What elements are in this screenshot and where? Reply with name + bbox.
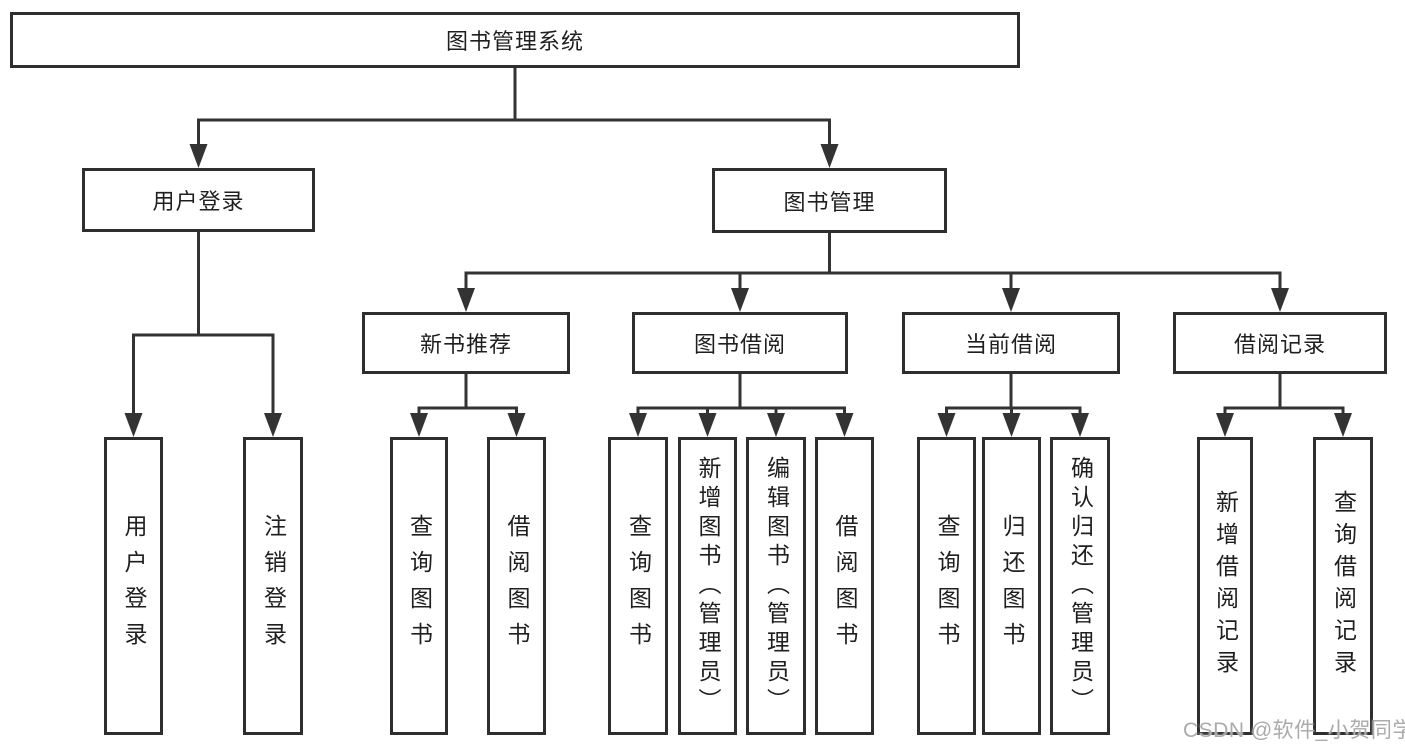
node-current-borrowing: 当前借阅 — [902, 312, 1120, 374]
leaf-user-login-label: 用户登录 — [121, 514, 147, 658]
leaf-return-books-label: 归还图书 — [999, 514, 1025, 658]
arrowhead-icon — [1216, 413, 1234, 437]
node-library-management-system: 图书管理系统 — [10, 12, 1020, 68]
leaf-query-books-1-label: 查询图书 — [406, 514, 433, 658]
leaf-user-login: 用户登录 — [104, 437, 163, 735]
leaf-add-books-admin: 新增图书（管理员） — [678, 437, 737, 735]
arrowhead-icon — [1002, 288, 1020, 312]
leaf-add-borrow-record: 新增借阅记录 — [1197, 437, 1253, 735]
arrowhead-icon — [835, 413, 854, 437]
arrowhead-icon — [189, 144, 208, 168]
leaf-add-borrow-record-label: 新增借阅记录 — [1212, 490, 1239, 682]
arrowhead-icon — [264, 413, 282, 437]
arrowhead-icon — [124, 413, 143, 437]
node-library-management-system-label: 图书管理系统 — [445, 29, 584, 54]
leaf-borrow-books-1: 借阅图书 — [487, 437, 546, 735]
arrowhead-icon — [731, 288, 749, 312]
arrowhead-icon — [410, 413, 428, 437]
arrowhead-icon — [1002, 413, 1021, 437]
leaf-query-books-3-label: 查询图书 — [934, 514, 960, 658]
leaf-confirm-return-admin-label: 确认归还（管理员） — [1067, 455, 1094, 717]
leaf-edit-books-admin-label: 编辑图书（管理员） — [763, 455, 790, 717]
node-user-login-label: 用户登录 — [152, 189, 245, 214]
leaf-add-books-admin-label: 新增图书（管理员） — [695, 455, 721, 717]
leaf-borrow-books-2: 借阅图书 — [815, 437, 874, 735]
leaf-confirm-return-admin: 确认归还（管理员） — [1050, 437, 1110, 735]
arrowhead-icon — [507, 413, 526, 437]
leaf-query-books-1: 查询图书 — [390, 437, 448, 735]
node-new-book-recommend: 新书推荐 — [362, 312, 570, 374]
arrowhead-icon — [1271, 288, 1289, 312]
arrowhead-icon — [937, 413, 956, 437]
node-current-borrowing-label: 当前借阅 — [964, 332, 1057, 357]
node-book-borrowing-label: 图书借阅 — [693, 332, 786, 357]
arrowhead-icon — [457, 288, 475, 312]
node-book-management: 图书管理 — [712, 168, 947, 233]
leaf-query-books-2: 查询图书 — [608, 437, 668, 735]
node-book-management-label: 图书管理 — [783, 189, 876, 215]
leaf-logout: 注销登录 — [243, 437, 303, 735]
node-book-borrowing: 图书借阅 — [632, 312, 848, 374]
leaf-query-borrow-record: 查询借阅记录 — [1313, 437, 1373, 735]
node-borrowing-records: 借阅记录 — [1173, 312, 1387, 374]
leaf-query-books-2-label: 查询图书 — [625, 514, 652, 658]
arrowhead-icon — [820, 144, 839, 168]
arrowhead-icon — [767, 413, 785, 437]
arrowhead-icon — [1334, 413, 1352, 437]
leaf-borrow-books-1-label: 借阅图书 — [504, 514, 530, 658]
leaf-return-books: 归还图书 — [982, 437, 1041, 735]
leaf-edit-books-admin: 编辑图书（管理员） — [746, 437, 806, 735]
node-borrowing-records-label: 借阅记录 — [1233, 332, 1326, 357]
watermark: CSDN @软件_小贺同学 — [1183, 719, 1405, 742]
leaf-borrow-books-2-label: 借阅图书 — [832, 514, 858, 658]
leaf-logout-label: 注销登录 — [260, 514, 287, 658]
node-user-login: 用户登录 — [82, 168, 315, 232]
leaf-query-books-3: 查询图书 — [917, 437, 976, 735]
node-new-book-recommend-label: 新书推荐 — [419, 332, 512, 357]
arrowhead-icon — [629, 413, 647, 437]
arrowhead-icon — [698, 413, 717, 437]
leaf-query-borrow-record-label: 查询借阅记录 — [1330, 490, 1357, 682]
arrowhead-icon — [1071, 413, 1089, 437]
